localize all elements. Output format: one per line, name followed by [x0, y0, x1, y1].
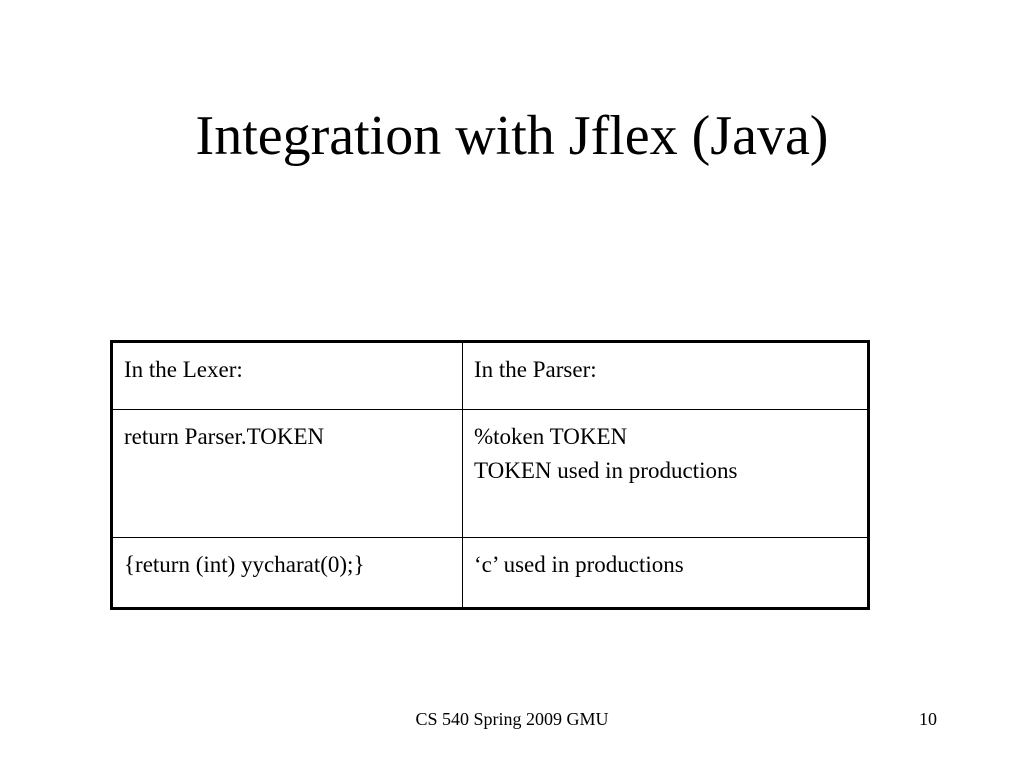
- footer-course: CS 540 Spring 2009 GMU: [415, 709, 609, 729]
- cell-text: TOKEN used in productions: [474, 458, 738, 483]
- slide-title: Integration with Jflex (Java): [195, 105, 829, 167]
- header-lexer-text: In the Lexer:: [124, 357, 243, 382]
- lexer-parser-table-container: In the Lexer: In the Parser: return Pars…: [110, 340, 870, 610]
- cell-lexer: {return (int) yycharat(0);}: [111, 537, 463, 609]
- header-lexer: In the Lexer:: [111, 341, 463, 410]
- cell-parser: ‘c’ used in productions: [462, 537, 869, 609]
- header-parser-text: In the Parser:: [474, 357, 597, 382]
- cell-text: ‘c’ used in productions: [474, 552, 684, 577]
- lexer-parser-table: In the Lexer: In the Parser: return Pars…: [110, 340, 870, 610]
- table-row: return Parser.TOKEN %token TOKEN TOKEN u…: [111, 409, 869, 538]
- table-row: {return (int) yycharat(0);} ‘c’ used in …: [111, 537, 869, 609]
- cell-text: return Parser.TOKEN: [124, 424, 325, 449]
- page-number: 10: [919, 709, 937, 729]
- header-parser: In the Parser:: [462, 341, 869, 410]
- cell-lexer: return Parser.TOKEN: [111, 409, 463, 538]
- cell-text: %token TOKEN: [474, 424, 628, 449]
- cell-parser: %token TOKEN TOKEN used in productions: [462, 409, 869, 538]
- table-header-row: In the Lexer: In the Parser:: [111, 341, 869, 410]
- cell-text: {return (int) yycharat(0);}: [124, 552, 365, 577]
